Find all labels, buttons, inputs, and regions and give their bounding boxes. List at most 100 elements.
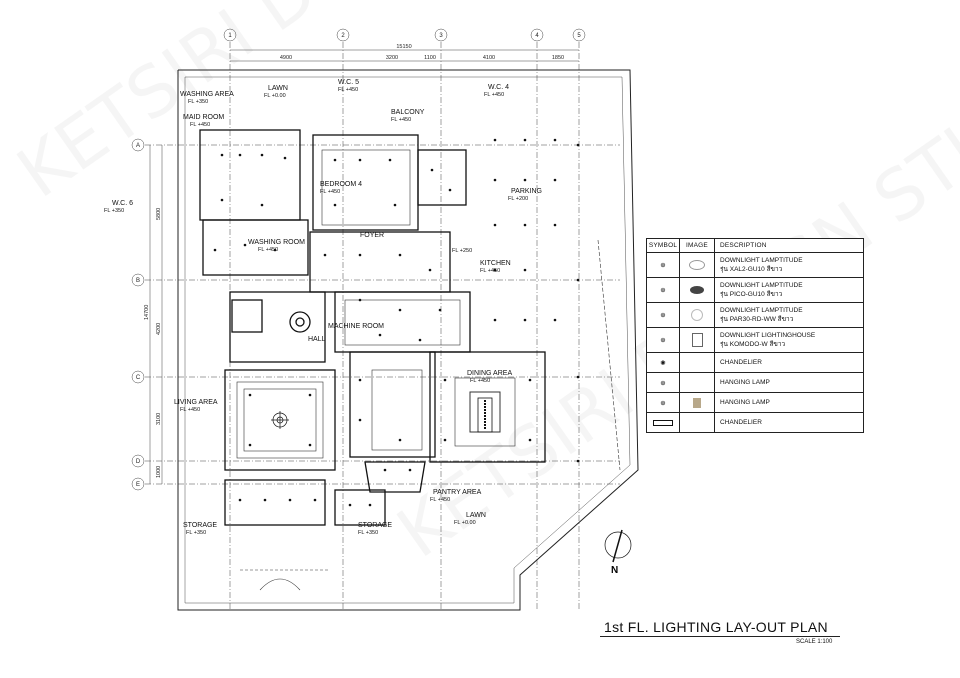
legend-header-description: DESCRIPTION xyxy=(720,242,767,249)
grid-row-b: B xyxy=(136,278,140,284)
room-parking: PARKING xyxy=(511,188,542,195)
left-dimension-labels: 14700 5800 4200 3100 1000 xyxy=(144,208,162,478)
svg-text:FL +450: FL +450 xyxy=(190,122,210,128)
top-dimension-labels: 15150 4900 3200 1100 4100 1850 xyxy=(280,44,564,61)
legend-model: รุ่น PAR30-RD-WW สีขาว xyxy=(720,316,794,323)
room-washing-area: WASHING AREA xyxy=(180,91,234,98)
downlight-icon: ⊕ xyxy=(660,287,666,294)
grid-row-labels: A B C D E xyxy=(136,143,141,488)
legend-row: CHANDELIER xyxy=(647,412,863,432)
svg-text:FL +350: FL +350 xyxy=(358,530,378,536)
legend-row: ⊕ DOWNLIGHT LAMPTITUDE รุ่น PAR30-RD-WW ส… xyxy=(647,302,863,327)
room-washing-room: WASHING ROOM xyxy=(248,239,305,246)
grid-rows xyxy=(131,138,620,491)
svg-text:5800: 5800 xyxy=(156,208,162,220)
room-labels: WASHING AREA FL +350 LAWN FL +0.00 W.C. … xyxy=(104,79,542,536)
svg-text:FL +450: FL +450 xyxy=(320,189,340,195)
ceiling-outlines xyxy=(236,149,516,459)
fixture-image xyxy=(691,333,703,347)
legend-description: DOWNLIGHT LAMPTITUDE xyxy=(720,307,803,314)
grid-column-labels: 1 2 3 4 5 xyxy=(228,33,581,39)
legend-description: HANGING LAMP xyxy=(720,379,770,386)
grid-col-5: 5 xyxy=(577,33,581,39)
room-living-area: LIVING AREA xyxy=(174,399,218,406)
fixture-image xyxy=(690,286,704,294)
room-dining-area: DINING AREA xyxy=(467,370,512,377)
legend-description: CHANDELIER xyxy=(720,419,762,426)
north-label: N xyxy=(611,565,618,576)
svg-text:FL +250: FL +250 xyxy=(452,248,472,254)
room-lawn-bottom: LAWN xyxy=(466,512,486,519)
legend-header: SYMBOL IMAGE DESCRIPTION xyxy=(647,239,863,252)
legend-description: HANGING LAMP xyxy=(720,399,770,406)
downlight-icon: ⊕ xyxy=(660,262,666,269)
downlight-icon: ⊕ xyxy=(660,312,666,319)
svg-text:1100: 1100 xyxy=(424,55,436,61)
legend-model: รุ่น XAL2-GU10 สีขาว xyxy=(720,266,783,273)
svg-text:15150: 15150 xyxy=(396,44,411,50)
room-kitchen: KITCHEN xyxy=(480,260,511,267)
svg-text:FL +450: FL +450 xyxy=(391,117,411,123)
room-wc-4: W.C. 4 xyxy=(488,84,509,91)
room-foyer: FOYER xyxy=(360,232,384,239)
svg-text:4200: 4200 xyxy=(156,323,162,335)
legend-description: CHANDELIER xyxy=(720,359,762,366)
svg-text:FL +450: FL +450 xyxy=(480,268,500,274)
fixture-image xyxy=(693,397,701,408)
grid-row-a: A xyxy=(136,143,140,149)
svg-text:FL +0.00: FL +0.00 xyxy=(264,93,286,99)
svg-text:4900: 4900 xyxy=(280,55,292,61)
linear-chandelier-fixture xyxy=(477,397,493,433)
hanging-lamp-icon: ⊕ xyxy=(660,379,666,387)
grid-col-3: 3 xyxy=(439,33,443,39)
legend-description: DOWNLIGHT LIGHTINGHOUSE xyxy=(720,332,816,339)
legend-header-symbol: SYMBOL xyxy=(647,239,680,252)
svg-text:FL +0.00: FL +0.00 xyxy=(454,520,476,526)
legend-row: ✺ CHANDELIER xyxy=(647,352,863,372)
downlight-icon: ⊕ xyxy=(660,337,666,344)
svg-text:3200: 3200 xyxy=(386,55,398,61)
grid-row-c: C xyxy=(136,375,141,381)
grid-col-4: 4 xyxy=(535,33,539,39)
svg-text:FL +350: FL +350 xyxy=(186,530,206,536)
room-machine-room: MACHINE ROOM xyxy=(328,323,384,330)
svg-text:3100: 3100 xyxy=(156,413,162,425)
svg-text:FL +350: FL +350 xyxy=(104,208,124,214)
room-wc-6: W.C. 6 xyxy=(112,200,133,207)
svg-text:4100: 4100 xyxy=(483,55,495,61)
svg-text:FL +450: FL +450 xyxy=(430,497,450,503)
legend-model: รุ่น KOMODO-W สีขาว xyxy=(720,341,786,348)
svg-text:FL +450: FL +450 xyxy=(338,87,358,93)
drawing-title: 1st FL. LIGHTING LAY-OUT PLAN xyxy=(604,619,828,635)
room-storage-right: STORAGE xyxy=(358,522,392,529)
linear-chandelier-icon xyxy=(653,419,673,426)
grid-row-e: E xyxy=(136,482,140,488)
chandelier-icon: ✺ xyxy=(660,359,666,367)
legend-row: ⊕ HANGING LAMP xyxy=(647,372,863,392)
svg-text:FL +200: FL +200 xyxy=(508,196,528,202)
downlight-fixtures xyxy=(213,138,580,507)
svg-text:FL +350: FL +350 xyxy=(188,99,208,105)
hanging-lamp-icon: ⊕ xyxy=(660,399,666,407)
svg-text:1000: 1000 xyxy=(156,466,162,478)
top-dimensions xyxy=(230,49,579,62)
chandelier-fixture xyxy=(271,411,289,429)
building-walls xyxy=(199,129,546,526)
legend-header-image: IMAGE xyxy=(680,239,715,252)
room-balcony: BALCONY xyxy=(391,109,425,116)
grid-row-d: D xyxy=(136,459,141,465)
room-hall: HALL xyxy=(308,336,326,343)
legend-row: ⊕ HANGING LAMP xyxy=(647,392,863,412)
lighting-legend-table: SYMBOL IMAGE DESCRIPTION ⊕ DOWNLIGHT LAM… xyxy=(646,238,864,433)
room-wc-5: W.C. 5 xyxy=(338,79,359,86)
legend-description: DOWNLIGHT LAMPTITUDE xyxy=(720,282,803,289)
driveway xyxy=(240,239,621,591)
svg-text:14700: 14700 xyxy=(144,305,150,320)
svg-text:FL +450: FL +450 xyxy=(258,247,278,253)
fixture-image xyxy=(689,260,705,270)
room-maid-room: MAID ROOM xyxy=(183,114,224,121)
grid-col-2: 2 xyxy=(341,33,345,39)
